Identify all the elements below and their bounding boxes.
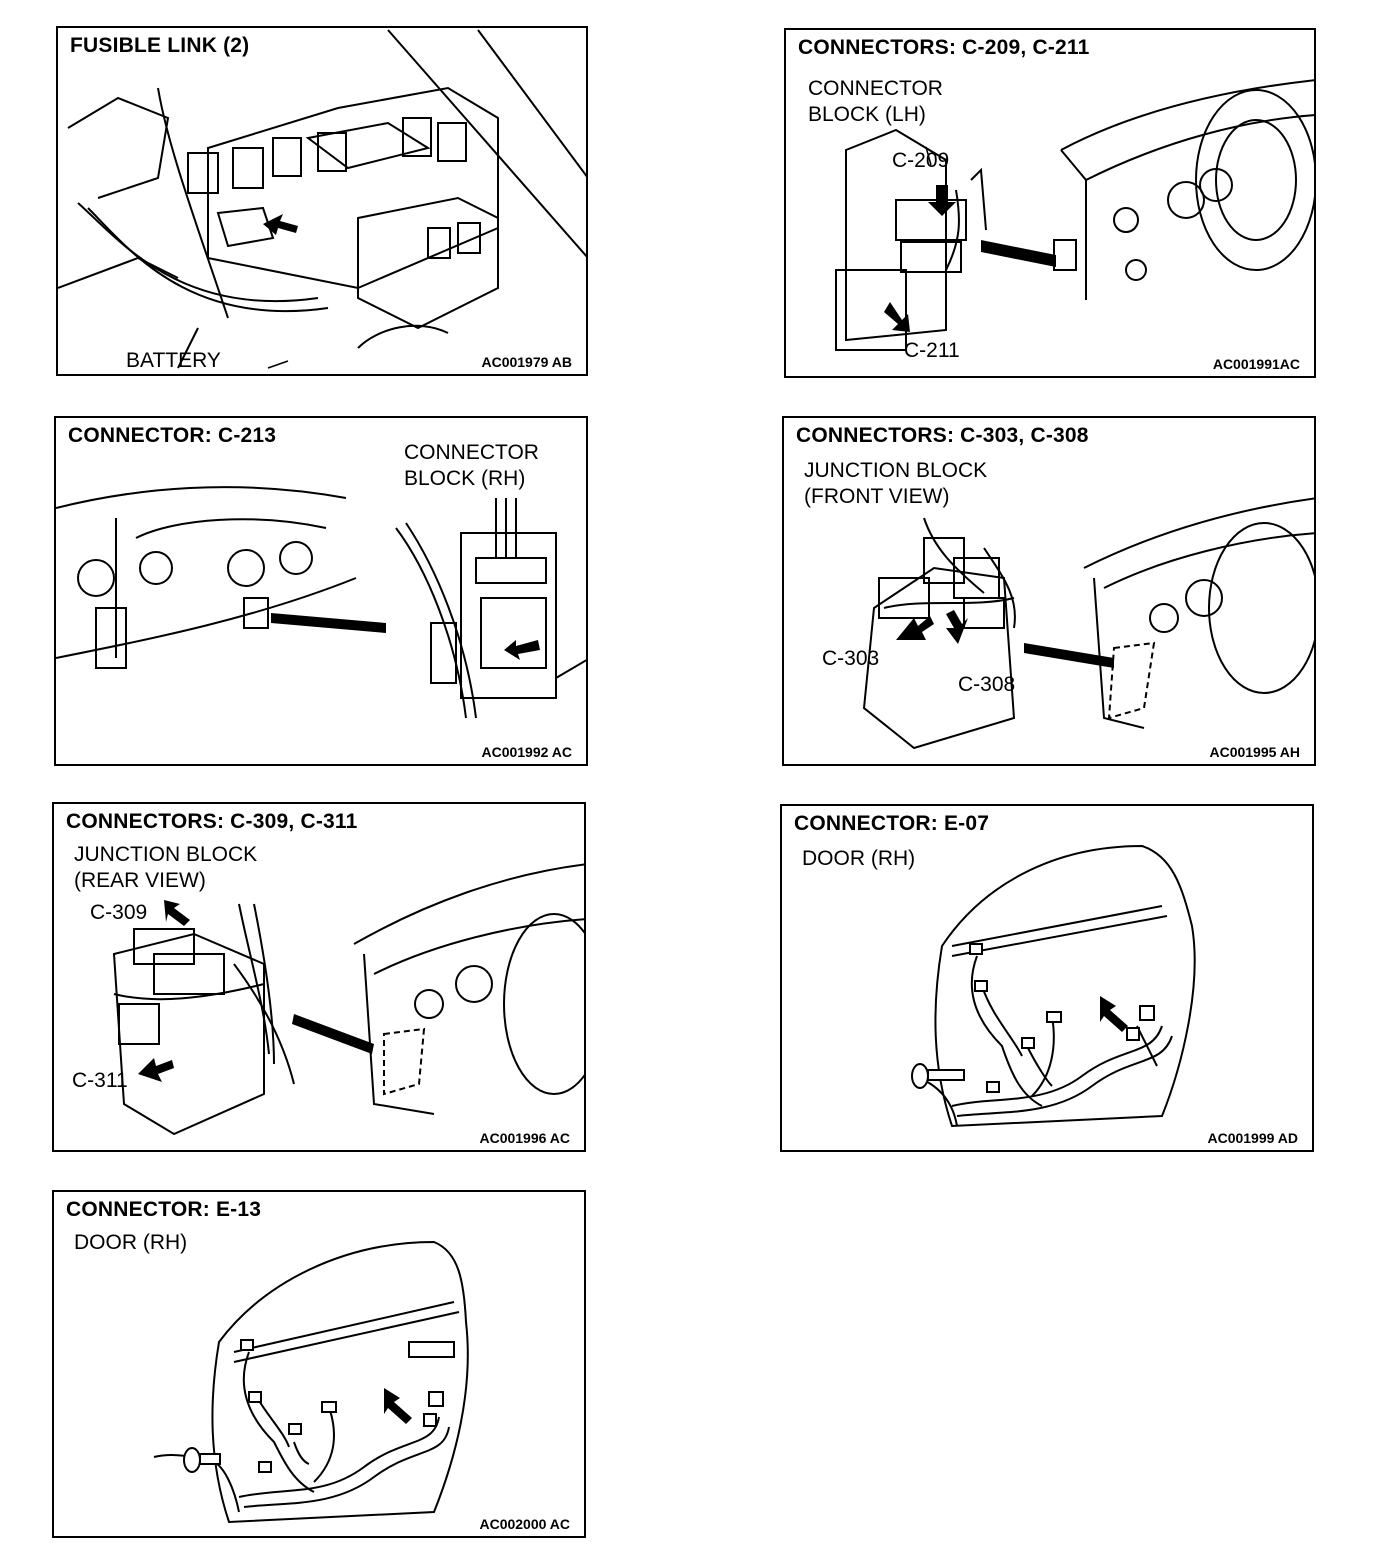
- connector-block-rh-illustration: [56, 486, 586, 719]
- panel-title: CONNECTOR: E-07: [794, 812, 990, 835]
- junction-block-rear-illustration: [112, 863, 584, 1136]
- connector-block-label: CONNECTOR BLOCK (LH): [808, 77, 943, 126]
- fusible-link-illustration: [58, 29, 586, 369]
- battery-label: BATTERY: [126, 349, 221, 372]
- door-rh-e07-illustration: [911, 844, 1196, 1128]
- panel-connectors-c303-c308: CONNECTORS: C-303, C-308 JUNCTION BLOCK …: [782, 416, 1316, 766]
- panel-title: CONNECTORS: C-209, C-211: [798, 36, 1090, 59]
- connector-block-label: CONNECTOR BLOCK (RH): [404, 441, 539, 490]
- door-rh-label: DOOR (RH): [74, 1231, 188, 1254]
- panel-connectors-c209-c211: CONNECTORS: C-209, C-211 CONNECTOR BLOCK…: [784, 28, 1316, 378]
- panel-connectors-c309-c311: CONNECTORS: C-309, C-311 JUNCTION BLOCK …: [52, 802, 586, 1152]
- figure-code: AC001999 AD: [1207, 1130, 1298, 1146]
- door-rh-e13-illustration: [153, 1240, 469, 1524]
- panel-title: CONNECTOR: E-13: [66, 1198, 262, 1221]
- figure-code: AC001992 AC: [481, 744, 572, 760]
- figure-code: AC001991AC: [1212, 356, 1300, 372]
- figure-code: AC001996 AC: [479, 1130, 570, 1146]
- c311-label: C-311: [72, 1069, 128, 1092]
- figure-code: AC001979 AB: [481, 354, 572, 370]
- junction-block-label: JUNCTION BLOCK (FRONT VIEW): [804, 459, 988, 508]
- c211-label: C-211: [904, 339, 960, 362]
- c303-label: C-303: [822, 647, 880, 670]
- figure-code: AC002000 AC: [479, 1516, 570, 1532]
- panel-title: CONNECTOR: C-213: [68, 424, 277, 447]
- junction-block-front-illustration: [862, 497, 1314, 750]
- door-rh-label: DOOR (RH): [802, 847, 916, 870]
- panel-connector-e07: CONNECTOR: E-07 DOOR (RH) AC001999 AD: [780, 804, 1314, 1152]
- panel-title: CONNECTORS: C-303, C-308: [796, 424, 1089, 447]
- panel-connector-c213: CONNECTOR: C-213 CONNECTOR BLOCK (RH) AC…: [54, 416, 588, 766]
- c209-label: C-209: [892, 149, 950, 172]
- junction-block-label: JUNCTION BLOCK (REAR VIEW): [74, 843, 258, 892]
- c308-label: C-308: [958, 673, 1016, 696]
- c309-label: C-309: [90, 901, 148, 924]
- panel-connector-e13: CONNECTOR: E-13 DOOR (RH) AC002000 AC: [52, 1190, 586, 1538]
- panel-title: FUSIBLE LINK (2): [70, 34, 250, 57]
- connector-block-lh-illustration: [835, 79, 1314, 351]
- panel-title: CONNECTORS: C-309, C-311: [66, 810, 358, 833]
- panel-fusible-link: FUSIBLE LINK (2) BATTERY AC001979 AB: [56, 26, 588, 376]
- figure-code: AC001995 AH: [1209, 744, 1300, 760]
